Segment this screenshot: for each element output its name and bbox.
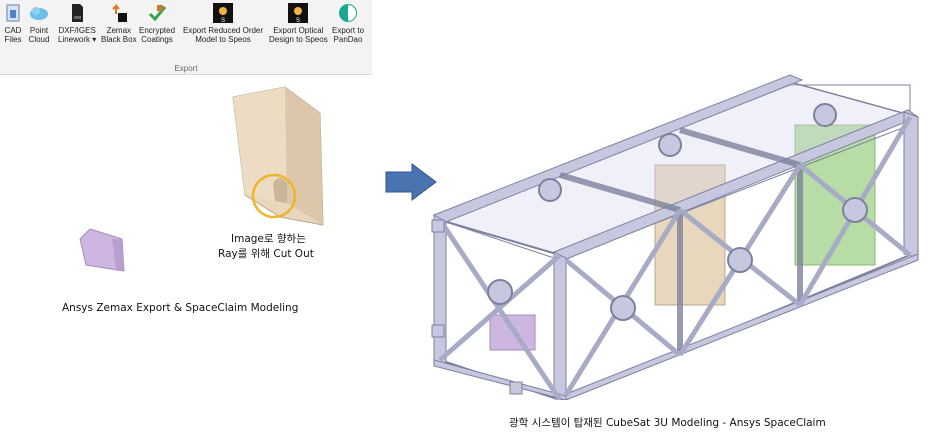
button-label-line2: Design to Speos bbox=[269, 35, 328, 44]
export-reduced-order-button[interactable]: S Export Reduced Order Model to Speos bbox=[183, 2, 263, 44]
point-cloud-button[interactable]: Point Cloud bbox=[28, 2, 50, 44]
button-label-line1: DXF/IGES bbox=[58, 26, 96, 35]
cutout-caption-line1: Image로 향하는 bbox=[231, 233, 306, 245]
button-label-line2: Coatings bbox=[141, 35, 173, 44]
right-caption: 광학 시스템이 탑재된 CubeSat 3U Modeling - Ansys … bbox=[509, 417, 826, 429]
encrypted-coatings-button[interactable]: Encrypted Coatings bbox=[139, 2, 175, 44]
ribbon-group-label: Export bbox=[174, 64, 198, 73]
cutout-highlight-ring bbox=[251, 173, 297, 219]
cad-files-icon bbox=[6, 4, 20, 22]
svg-text:S: S bbox=[221, 18, 225, 24]
button-label-line2: Cloud bbox=[28, 35, 50, 44]
zemax-black-box-icon bbox=[112, 3, 127, 22]
dxf-iges-icon bbox=[72, 4, 84, 22]
pandao-icon bbox=[339, 4, 357, 22]
button-label-line1: Encrypted bbox=[139, 26, 176, 35]
export-to-pandao-button[interactable]: Export to PanDao bbox=[332, 2, 364, 44]
cubesat-3u-model bbox=[431, 74, 920, 400]
optic-block-model bbox=[232, 86, 324, 226]
right-arrow-icon bbox=[385, 163, 437, 201]
svg-text:S: S bbox=[296, 18, 300, 24]
button-label-line1: Export to bbox=[332, 26, 365, 35]
button-label-line2: PanDao bbox=[333, 35, 363, 44]
speos-optical-design-icon: S bbox=[288, 3, 309, 24]
button-label-line2: Files bbox=[4, 35, 22, 44]
button-label-line1: Zemax bbox=[106, 26, 132, 35]
dxf-iges-linework-button[interactable]: DXF/IGES Linework ▾ bbox=[58, 2, 96, 44]
export-optical-design-button[interactable]: S Export Optical Design to Speos bbox=[269, 2, 328, 44]
button-label-line1: Export Reduced Order bbox=[183, 26, 264, 35]
button-label-line1: Point bbox=[29, 26, 49, 35]
button-label-line2: Linework ▾ bbox=[58, 35, 97, 44]
zemax-black-box-button[interactable]: Zemax Black Box bbox=[101, 2, 137, 44]
export-ribbon: CAD Files Point Cloud DXF/IGES Linework … bbox=[0, 0, 372, 75]
cad-files-button[interactable]: CAD Files bbox=[2, 2, 24, 44]
button-label-line1: CAD bbox=[4, 26, 22, 35]
button-label-line2: Black Box bbox=[101, 35, 137, 44]
point-cloud-icon bbox=[30, 7, 48, 20]
encrypted-coatings-icon bbox=[148, 5, 167, 22]
button-label-line2: Model to Speos bbox=[195, 35, 251, 44]
button-label-line1: Export Optical bbox=[273, 26, 324, 35]
speos-reduced-order-icon: S bbox=[213, 3, 234, 24]
cutout-caption-line2: Ray를 위해 Cut Out bbox=[218, 248, 314, 260]
purple-block-model bbox=[79, 228, 125, 272]
left-caption: Ansys Zemax Export & SpaceClaim Modeling bbox=[62, 302, 299, 314]
